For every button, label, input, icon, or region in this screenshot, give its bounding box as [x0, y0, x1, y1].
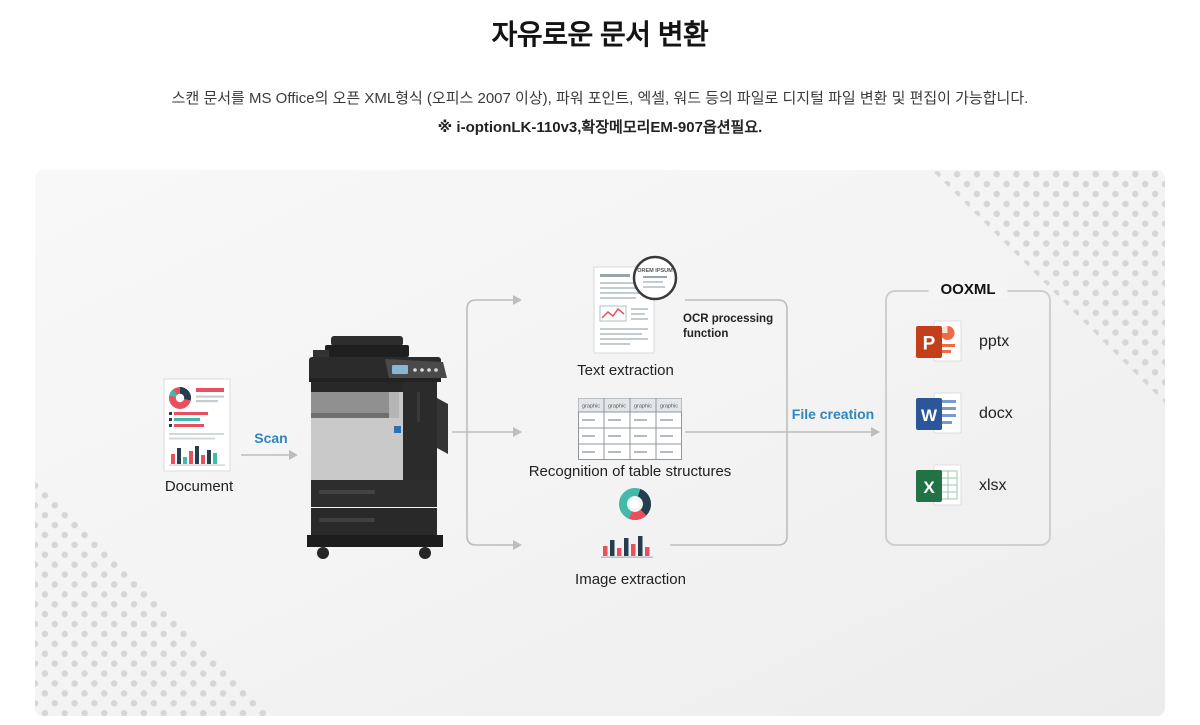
format-list: P pptx W docx: [887, 292, 1049, 512]
ooxml-title: OOXML: [928, 281, 1008, 298]
image-extraction-icon: [601, 488, 653, 558]
diagram-panel: Document Scan: [35, 170, 1165, 716]
image-extraction-label: Image extraction: [575, 571, 686, 588]
table-recognition-label: Recognition of table structures: [528, 463, 732, 480]
svg-text:X: X: [923, 478, 935, 497]
ocr-processing-label: OCR processing function: [683, 313, 774, 340]
format-row-pptx: P pptx: [913, 316, 1049, 368]
format-row-docx: W docx: [913, 388, 1049, 440]
format-label-xlsx: xlsx: [979, 477, 1007, 494]
svg-text:graphic: graphic: [634, 404, 652, 410]
page-description: 스캔 문서를 MS Office의 오픈 XML형식 (오피스 2007 이상)…: [171, 90, 1029, 107]
scan-label: Scan: [254, 430, 288, 446]
svg-text:graphic: graphic: [660, 404, 678, 410]
option-note: ※ i-optionLK-110v3,확장메모리EM-907옵션필요.: [437, 119, 763, 136]
format-label-pptx: pptx: [979, 333, 1010, 350]
file-creation-label: File creation: [791, 406, 875, 422]
powerpoint-icon: P: [916, 320, 962, 362]
format-row-xlsx: X xlsx: [913, 460, 1049, 512]
text-extraction-label: Text extraction: [577, 362, 674, 379]
svg-text:W: W: [921, 406, 938, 425]
svg-text:graphic: graphic: [582, 404, 600, 410]
ooxml-output-box: OOXML P pptx: [885, 281, 1051, 546]
flow-connectors: [241, 295, 880, 550]
table-structure-icon: graphic graphic graphic graphic: [578, 398, 682, 460]
page-header: 자유로운 문서 변환 스캔 문서를 MS Office의 오픈 XML형식 (오…: [0, 0, 1200, 137]
magnifier-icon: OREM IPSUM: [632, 255, 678, 301]
printer-icon: [307, 336, 448, 559]
excel-icon: X: [916, 464, 962, 506]
page-title: 자유로운 문서 변환: [491, 19, 709, 50]
svg-text:graphic: graphic: [608, 404, 626, 410]
svg-text:P: P: [923, 334, 936, 355]
format-label-docx: docx: [979, 405, 1013, 422]
word-icon: W: [916, 392, 962, 434]
document-label: Document: [164, 478, 234, 495]
magnifier-text: OREM IPSUM: [637, 268, 673, 274]
document-icon: [163, 378, 231, 472]
